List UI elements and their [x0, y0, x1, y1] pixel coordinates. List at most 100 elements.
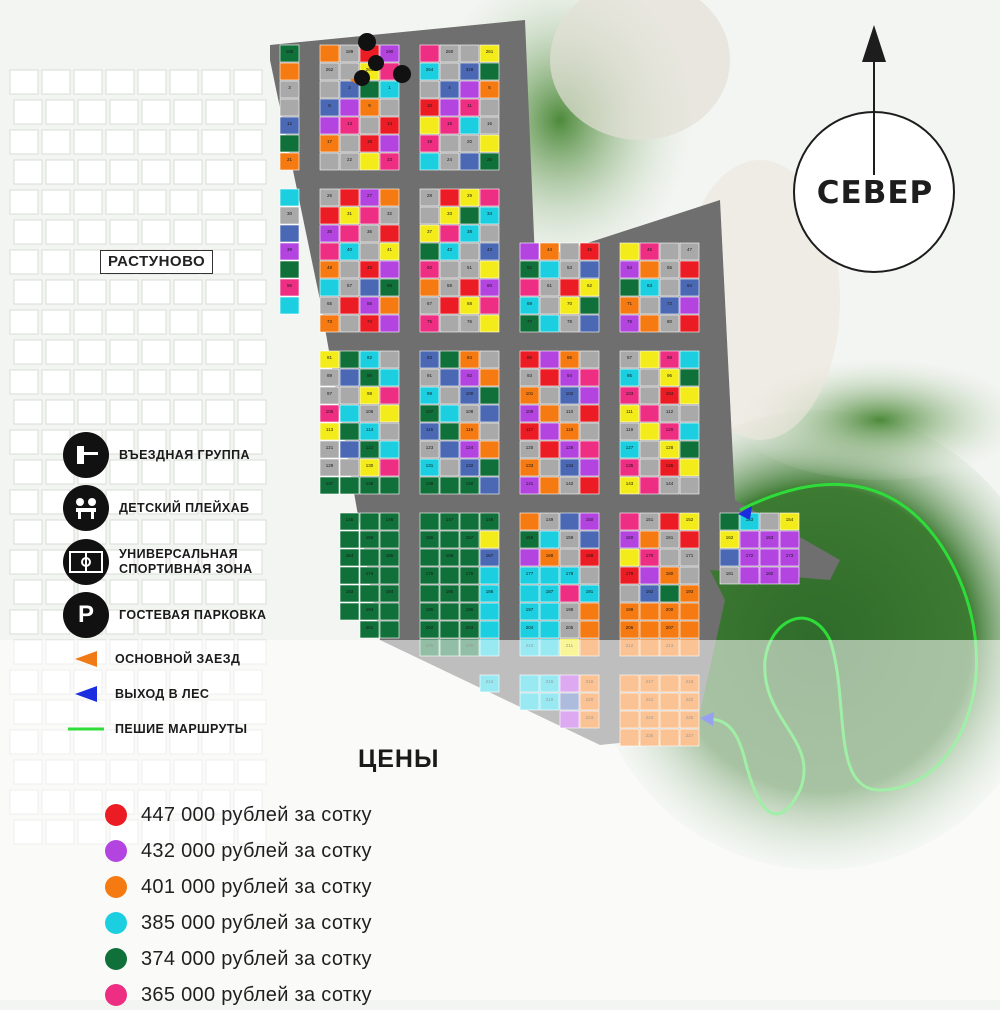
plot-lot[interactable] [639, 404, 660, 423]
plot-lot[interactable]: 58 [379, 278, 400, 297]
plot-lot[interactable]: 23 [379, 152, 400, 171]
plot-lot[interactable]: 118 [559, 422, 580, 441]
plot-lot[interactable] [559, 512, 580, 531]
plot-lot[interactable]: 144 [659, 476, 680, 495]
plot-lot[interactable]: 73 [319, 314, 340, 333]
plot-lot[interactable]: 113 [319, 422, 340, 441]
plot-lot[interactable] [459, 584, 480, 603]
plot-lot[interactable] [539, 620, 560, 639]
plot-lot[interactable] [319, 278, 340, 297]
plot-lot[interactable] [459, 512, 480, 531]
plot-lot[interactable] [439, 476, 460, 495]
plot-lot[interactable] [679, 458, 700, 477]
plot-lot[interactable] [539, 530, 560, 549]
plot-lot[interactable]: 84 [459, 350, 480, 369]
plot-lot[interactable] [359, 206, 380, 225]
plot-lot[interactable]: 137 [319, 476, 340, 495]
plot-lot[interactable] [459, 80, 480, 99]
plot-lot[interactable] [339, 440, 360, 459]
plot-lot[interactable] [559, 242, 580, 261]
plot-lot[interactable]: 192 [639, 584, 660, 603]
plot-lot[interactable] [439, 350, 460, 369]
plot-lot[interactable] [679, 476, 700, 495]
plot-lot[interactable]: 183 [339, 584, 360, 603]
plot-lot[interactable] [379, 134, 400, 153]
plot-lot[interactable] [379, 530, 400, 549]
plot-lot[interactable]: 140 [459, 476, 480, 495]
plot-lot[interactable]: 166 [439, 548, 460, 567]
plot-lot[interactable]: 130 [359, 458, 380, 477]
plot-lot[interactable] [619, 548, 640, 567]
plot-lot[interactable] [319, 80, 340, 99]
plot-lot[interactable]: 14 [379, 116, 400, 135]
plot-lot[interactable] [319, 44, 340, 63]
plot-lot[interactable]: 51 [459, 260, 480, 279]
plot-lot[interactable]: 21 [279, 152, 300, 171]
plot-lot[interactable] [439, 620, 460, 639]
plot-lot[interactable] [739, 566, 760, 585]
plot-lot[interactable]: 138 [359, 476, 380, 495]
plot-lot[interactable]: 80 [659, 314, 680, 333]
plot-lot[interactable]: 104 [659, 386, 680, 405]
plot-lot[interactable] [639, 368, 660, 387]
plot-lot[interactable]: 70 [559, 296, 580, 315]
plot-lot[interactable] [319, 152, 340, 171]
plot-lot[interactable] [359, 116, 380, 135]
plot-lot[interactable]: 93 [519, 368, 540, 387]
plot-lot[interactable] [439, 188, 460, 207]
plot-lot[interactable] [379, 98, 400, 117]
plot-lot[interactable] [479, 314, 500, 333]
plot-lot[interactable]: 111 [619, 404, 640, 423]
plot-lot[interactable] [779, 566, 800, 585]
plot-lot[interactable]: 141 [519, 476, 540, 495]
plot-lot[interactable] [479, 188, 500, 207]
plot-lot[interactable] [519, 242, 540, 261]
plot-lot[interactable] [439, 404, 460, 423]
plot-lot[interactable] [639, 296, 660, 315]
plot-lot[interactable] [639, 314, 660, 333]
plot-lot[interactable] [639, 350, 660, 369]
plot-lot[interactable]: 206 [619, 620, 640, 639]
plot-lot[interactable]: 172 [739, 548, 760, 567]
plot-lot[interactable] [579, 386, 600, 405]
plot-lot[interactable]: 57 [339, 278, 360, 297]
plot-lot[interactable]: 126 [559, 440, 580, 459]
plot-lot[interactable] [459, 242, 480, 261]
plot-lot[interactable] [339, 422, 360, 441]
plot-lot[interactable] [279, 134, 300, 153]
plot-lot[interactable]: 3 [279, 80, 300, 99]
plot-lot[interactable]: 188 [279, 44, 300, 63]
plot-lot[interactable]: 182 [759, 566, 780, 585]
plot-lot[interactable]: 174 [359, 566, 380, 585]
plot-lot[interactable]: 4 [439, 80, 460, 99]
plot-lot[interactable]: 48 [319, 260, 340, 279]
plot-lot[interactable] [539, 386, 560, 405]
plot-lot[interactable]: 112 [659, 404, 680, 423]
plot-lot[interactable]: 175 [419, 566, 440, 585]
plot-lot[interactable] [579, 476, 600, 495]
plot-lot[interactable]: 10 [419, 98, 440, 117]
plot-lot[interactable]: 179 [619, 566, 640, 585]
plot-lot[interactable] [539, 440, 560, 459]
plot-lot[interactable] [619, 584, 640, 603]
plot-lot[interactable] [319, 242, 340, 261]
plot-lot[interactable]: 9 [359, 98, 380, 117]
plot-lot[interactable] [539, 476, 560, 495]
plot-lot[interactable] [379, 314, 400, 333]
plot-lot[interactable]: 86 [559, 350, 580, 369]
plot-lot[interactable]: 168 [539, 548, 560, 567]
plot-lot[interactable]: 131 [419, 458, 440, 477]
plot-lot[interactable] [479, 602, 500, 621]
plot-lot[interactable] [679, 602, 700, 621]
plot-lot[interactable]: 164 [339, 548, 360, 567]
plot-lot[interactable] [439, 62, 460, 81]
plot-lot[interactable]: 264 [419, 62, 440, 81]
plot-lot[interactable] [439, 314, 460, 333]
plot-lot[interactable]: 35 [319, 224, 340, 243]
plot-lot[interactable]: 260 [439, 44, 460, 63]
plot-lot[interactable] [479, 476, 500, 495]
plot-lot[interactable]: 74 [359, 314, 380, 333]
plot-lot[interactable] [639, 440, 660, 459]
plot-lot[interactable]: 22 [339, 152, 360, 171]
plot-lot[interactable]: 180 [659, 566, 680, 585]
